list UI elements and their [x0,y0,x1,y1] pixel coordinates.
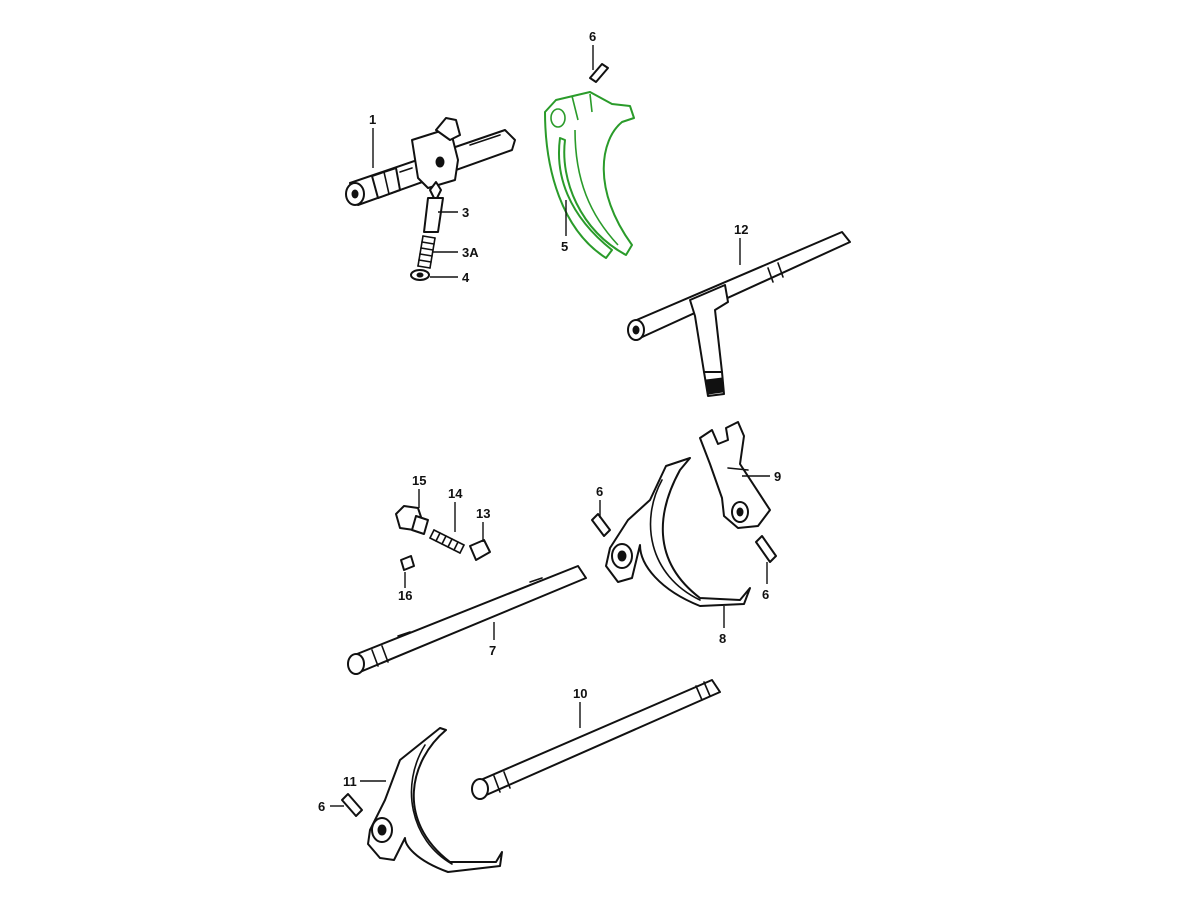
callout-12: 12 [734,222,748,265]
svg-text:7: 7 [489,643,496,658]
callout-6-bottom: 6 [318,799,344,814]
part-16-plug[interactable] [400,555,415,571]
part-12-selector-rod[interactable] [627,231,851,397]
callout-7: 7 [489,622,496,658]
callout-4: 4 [430,270,470,285]
svg-text:9: 9 [774,469,781,484]
part-14-spring[interactable] [429,529,465,554]
svg-text:8: 8 [719,631,726,646]
part-15-bolt[interactable] [395,505,429,535]
callout-6-top: 6 [589,29,596,70]
callout-3: 3 [438,205,469,220]
callout-5: 5 [561,200,568,254]
callout-11: 11 [343,774,386,789]
part-3a-spring[interactable] [417,235,436,269]
part-3-detent-plunger[interactable] [423,181,444,233]
part-6-roll-pin-bottom[interactable] [341,793,363,817]
callout-6-right: 6 [762,562,769,602]
svg-text:16: 16 [398,588,412,603]
svg-text:6: 6 [596,484,603,499]
part-13-plunger[interactable] [469,539,491,561]
svg-text:11: 11 [343,774,357,789]
part-5-shift-fork-highlighted[interactable] [544,91,635,259]
part-11-shift-fork[interactable] [367,727,503,873]
part-9-fork-lever[interactable] [699,421,771,529]
svg-text:12: 12 [734,222,748,237]
svg-text:5: 5 [561,239,568,254]
svg-text:1: 1 [369,112,376,127]
part-4-washer[interactable] [410,269,430,281]
callout-15: 15 [412,473,426,508]
callout-14: 14 [448,486,463,532]
part-6-roll-pin-top[interactable] [589,63,609,83]
callout-1: 1 [369,112,376,168]
callout-13: 13 [476,506,490,542]
part-1-selector-shaft[interactable] [345,117,516,206]
svg-text:6: 6 [589,29,596,44]
part-6-roll-pin-right[interactable] [755,535,777,563]
callout-16: 16 [398,572,412,603]
svg-text:10: 10 [573,686,587,701]
callout-8: 8 [719,606,726,646]
callout-10: 10 [573,686,587,728]
callout-3a: 3A [432,245,479,260]
callout-9: 9 [742,469,781,484]
part-8-shift-fork[interactable] [605,457,751,607]
svg-text:15: 15 [412,473,426,488]
part-10-shift-rod[interactable] [471,679,721,800]
svg-text:3: 3 [462,205,469,220]
part-7-shift-rod[interactable] [347,565,587,675]
callout-6-left: 6 [596,484,603,518]
svg-text:13: 13 [476,506,490,521]
part-6-roll-pin-left[interactable] [591,513,611,537]
svg-text:4: 4 [462,270,470,285]
svg-text:6: 6 [762,587,769,602]
svg-text:14: 14 [448,486,463,501]
svg-text:3A: 3A [462,245,479,260]
svg-text:6: 6 [318,799,325,814]
